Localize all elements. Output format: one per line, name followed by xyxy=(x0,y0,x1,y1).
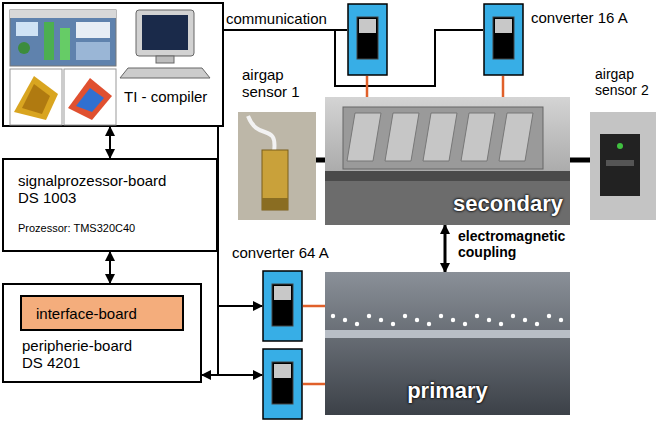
board-name: interface-board xyxy=(36,305,176,322)
connector-line xyxy=(444,225,447,272)
sensor-photo xyxy=(590,112,656,220)
converter-symbol xyxy=(262,348,303,420)
connector-line xyxy=(202,306,262,375)
peripheral-board: peripherie-board DS 4201 interface-board xyxy=(2,283,202,383)
connector-label: electromagnetic coupling xyxy=(456,228,582,260)
primary-part: primary xyxy=(325,272,570,415)
connector-line xyxy=(316,158,325,163)
secondary-part: secondary xyxy=(325,97,570,225)
converter-symbol xyxy=(483,3,524,76)
processor-board: signalprozessor-board DS 1003Prozessor: … xyxy=(2,158,218,252)
sensor-label: airgap sensor 2 xyxy=(595,66,653,98)
converter-block: converter 16 A xyxy=(483,3,524,76)
airgap-sensor: airgap sensor 2 xyxy=(590,112,656,220)
airgap-sensor: airgap sensor 1 xyxy=(238,112,316,220)
board-name: peripherie-board DS 4201 xyxy=(22,337,157,372)
sensor-photo xyxy=(238,112,316,220)
software-screenshot xyxy=(4,4,222,129)
converter-symbol xyxy=(262,270,303,342)
connector-line xyxy=(109,252,111,283)
part-label: secondary xyxy=(443,191,563,216)
converter-label: converter 64 A xyxy=(232,244,350,261)
connector-line xyxy=(303,305,325,308)
connector-line xyxy=(570,158,590,163)
connector-line xyxy=(202,374,262,376)
connector-line xyxy=(502,76,505,97)
connector-line xyxy=(109,127,111,158)
connector-line xyxy=(366,76,369,97)
converter-label: converter 16 A xyxy=(531,9,647,26)
converter-symbol xyxy=(347,3,388,76)
converter-block: converter 64 A xyxy=(262,270,303,342)
software-box: TI - compiler xyxy=(2,2,224,127)
connector-line xyxy=(303,383,325,386)
connector-label: communication xyxy=(224,10,338,27)
converter-block xyxy=(347,3,388,76)
sensor-label: airgap sensor 1 xyxy=(242,66,314,101)
converter-block xyxy=(262,348,303,420)
interface-board: interface-board xyxy=(20,295,184,331)
part-label: primary xyxy=(385,378,510,403)
board-name: signalprozessor-board DS 1003 xyxy=(18,172,190,207)
software-label: TI - compiler xyxy=(124,88,218,105)
processor-name: Prozessor: TMS320C40 xyxy=(18,222,208,235)
